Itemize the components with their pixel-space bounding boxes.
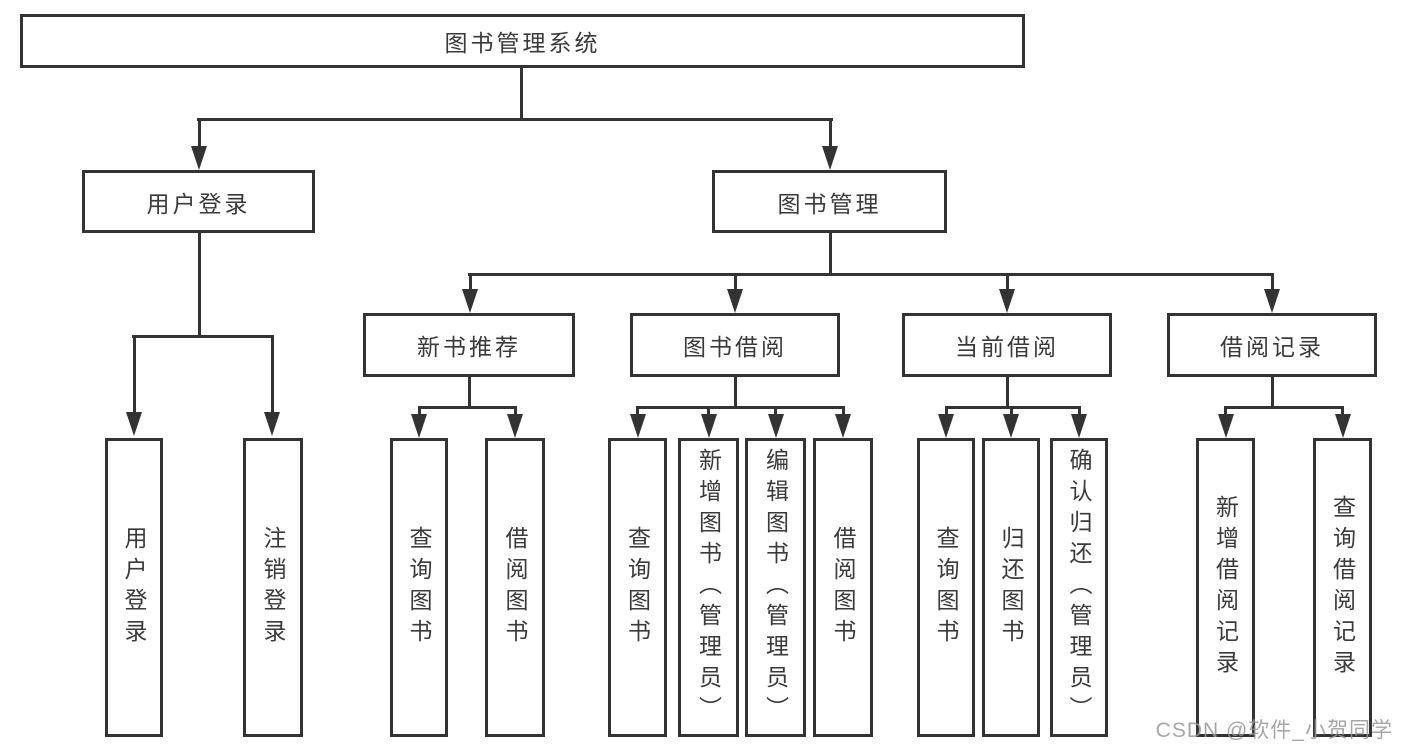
leaf-current-return-books: 归还图书 — [982, 438, 1040, 737]
node-label: 查询图书 — [933, 525, 959, 650]
node-book-management: 图书管理 — [712, 170, 947, 233]
node-label: 借阅图书 — [830, 525, 856, 650]
csdn-watermark: CSDN @软件_小贺同学 — [1155, 719, 1393, 742]
leaf-records-query-record: 查询借阅记录 — [1313, 438, 1372, 737]
leaf-borrow-edit-books-admin: 编辑图书（管理员） — [745, 438, 806, 737]
leaf-newbook-borrow-books: 借阅图书 — [485, 438, 545, 737]
connector-mgmt-stem — [828, 233, 832, 276]
node-label: 图书借阅 — [683, 334, 787, 360]
connector-records-branch — [1224, 406, 1344, 409]
connector-records-stem — [1270, 377, 1274, 409]
node-label: 查询图书 — [406, 525, 432, 650]
arrow-to-new-book — [468, 273, 472, 289]
node-library-management-system: 图书管理系统 — [20, 14, 1025, 68]
leaf-current-confirm-return-admin: 确认归还（管理员） — [1050, 438, 1108, 737]
arrow-newbook-child-1 — [417, 406, 421, 414]
connector-mgmt-branch — [468, 273, 1274, 276]
node-label: 注销登录 — [260, 525, 286, 650]
node-label: 借阅记录 — [1220, 334, 1324, 360]
arrow-to-logout-leaf — [270, 335, 274, 412]
leaf-borrow-borrow-books: 借阅图书 — [813, 438, 873, 737]
node-label: 用户登录 — [121, 525, 147, 650]
node-book-borrowing: 图书借阅 — [630, 313, 840, 377]
node-label: 新增图书（管理员） — [695, 448, 722, 727]
connector-newbook-stem — [467, 377, 471, 409]
arrow-to-borrow-records — [1270, 273, 1274, 289]
node-label: 借阅图书 — [502, 525, 528, 650]
node-borrowing-records: 借阅记录 — [1167, 313, 1377, 377]
arrow-records-child-2 — [1341, 406, 1344, 414]
leaf-logout: 注销登录 — [243, 438, 303, 737]
leaf-records-add-record: 新增借阅记录 — [1196, 438, 1255, 737]
node-label: 查询图书 — [624, 525, 651, 650]
arrow-to-user-login — [197, 118, 201, 146]
arrow-borrow-child-2 — [707, 406, 710, 414]
arrow-borrow-child-3 — [774, 406, 777, 414]
leaf-user-login: 用户登录 — [105, 438, 163, 737]
connector-root-stem — [520, 68, 523, 120]
node-current-borrowing: 当前借阅 — [902, 313, 1112, 377]
leaf-borrow-add-books-admin: 新增图书（管理员） — [678, 438, 739, 737]
connector-newbook-branch — [417, 406, 517, 409]
node-label: 用户登录 — [146, 190, 251, 217]
node-new-book-recommend: 新书推荐 — [363, 313, 575, 377]
arrow-current-child-2 — [1009, 406, 1013, 414]
node-label: 当前借阅 — [955, 334, 1059, 360]
connector-borrow-branch — [636, 406, 845, 409]
leaf-newbook-query-books: 查询图书 — [390, 438, 448, 737]
connector-current-branch — [944, 406, 1081, 409]
connector-root-branch — [197, 118, 833, 121]
arrow-to-current-borrow — [1005, 273, 1009, 289]
arrow-records-child-1 — [1224, 406, 1227, 414]
node-label: 图书管理系统 — [444, 30, 601, 56]
connector-login-stem — [197, 233, 201, 338]
arrow-borrow-child-1 — [636, 406, 639, 414]
node-label: 查询借阅记录 — [1329, 494, 1356, 681]
arrow-to-book-borrow — [733, 273, 737, 289]
node-user-login-group: 用户登录 — [82, 170, 315, 233]
arrow-to-login-leaf — [132, 335, 136, 412]
arrow-borrow-child-4 — [841, 406, 845, 414]
node-label: 确认归还（管理员） — [1066, 448, 1092, 727]
arrow-to-book-management — [828, 118, 832, 146]
connector-login-branch — [132, 335, 274, 338]
arrow-current-child-3 — [1077, 406, 1081, 414]
arrow-current-child-1 — [944, 406, 948, 414]
connector-borrow-stem — [733, 377, 737, 409]
leaf-borrow-query-books: 查询图书 — [608, 438, 667, 737]
node-label: 归还图书 — [998, 525, 1024, 650]
arrow-newbook-child-2 — [513, 406, 517, 414]
node-label: 新书推荐 — [417, 334, 521, 360]
leaf-current-query-books: 查询图书 — [917, 438, 975, 737]
node-label: 编辑图书（管理员） — [762, 448, 789, 727]
node-label: 图书管理 — [777, 190, 882, 217]
connector-current-stem — [1005, 377, 1009, 409]
node-label: 新增借阅记录 — [1212, 494, 1239, 681]
